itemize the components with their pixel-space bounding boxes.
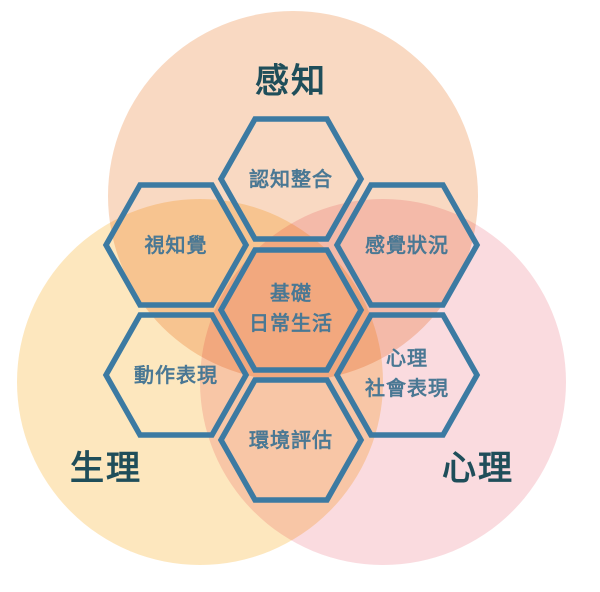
hexagon-cognitive-integration (217, 116, 365, 242)
visual-perception-label: 視知覺 (145, 230, 208, 260)
psychology-circle (200, 199, 566, 565)
basic-daily-living-label: 基礎 日常生活 (249, 278, 333, 338)
hexagon-basic-daily-living (217, 247, 365, 373)
psychosocial-performance-label: 心理 社會表現 (365, 343, 449, 403)
hex-label-line: 日常生活 (249, 311, 333, 335)
hexagon-visual-perception (102, 182, 250, 308)
hexagon-motor-performance (102, 312, 250, 438)
sensory-status-label: 感覺狀況 (365, 230, 449, 260)
hex-label-line: 環境評估 (249, 428, 333, 452)
hexagon-environment-assessment (217, 377, 365, 503)
physiology-label: 生理 (70, 448, 142, 489)
hexagon-sensory-status (333, 182, 481, 308)
hex-label-line: 動作表現 (134, 363, 218, 387)
hex-label-line: 心理 (386, 346, 428, 370)
hexagon-psychosocial-performance (333, 312, 481, 438)
perception-label: 感知 (255, 61, 327, 102)
hex-label-line: 感覺狀況 (365, 233, 449, 257)
psychology-label: 心理 (442, 448, 514, 489)
cognitive-integration-label: 認知整合 (249, 164, 333, 194)
hex-label-line: 視知覺 (144, 233, 208, 257)
motor-performance-label: 動作表現 (134, 360, 218, 390)
environment-assessment-label: 環境評估 (249, 425, 333, 455)
hex-label-line: 社會表現 (365, 376, 449, 400)
hex-label-line: 基礎 (270, 281, 312, 305)
hex-label-line: 認知整合 (249, 167, 333, 191)
